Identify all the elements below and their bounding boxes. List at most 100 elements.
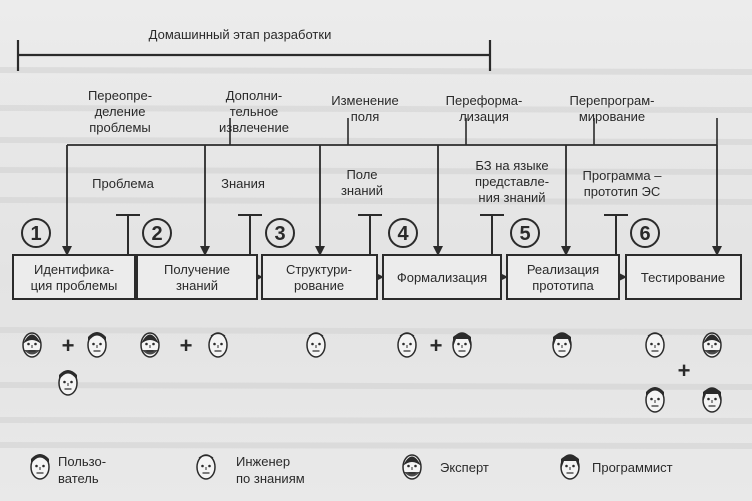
output-label-4-line: представле-	[475, 174, 549, 189]
stage-label-6-line: Тестирование	[641, 270, 725, 285]
output-label-2-line: Знания	[221, 176, 265, 191]
feedback-label-5-line: Перепрограм-	[569, 93, 654, 108]
stage-boxes	[12, 218, 742, 300]
stage-number-1: 1	[30, 223, 41, 245]
feedback-label-4-line: лизация	[459, 109, 509, 124]
stage-number-6: 6	[639, 223, 650, 245]
legend-expert-icon	[402, 454, 422, 480]
stage-label-3: Структури-рование	[286, 262, 352, 293]
stage-number-3: 3	[274, 223, 285, 245]
legend-expert-label-line: Эксперт	[440, 460, 489, 475]
plus-sign-4: +	[678, 358, 691, 383]
stage-label-5-line: Реализация	[527, 262, 599, 277]
feedback-label-4: Переформа-лизация	[446, 93, 523, 124]
header-title: Домашинный этап разработки	[149, 27, 332, 42]
output-label-4-line: БЗ на языке	[475, 158, 548, 173]
legend-engineer-label-line: Инженер	[236, 454, 290, 469]
feedback-label-4-line: Переформа-	[446, 93, 523, 108]
participant-expert-1	[22, 332, 42, 358]
legend-expert-label: Эксперт	[440, 460, 489, 475]
participant-programmer-2	[552, 332, 572, 358]
participant-engineer-1	[208, 332, 228, 358]
feedback-label-2-line: тельное	[230, 104, 279, 119]
stage-number-5: 5	[519, 223, 530, 245]
output-label-1-line: Проблема	[92, 176, 154, 191]
feedback-label-1-line: Переопре-	[88, 88, 152, 103]
stage-label-1-line: Идентифика-	[34, 262, 114, 277]
stage-label-5-line: прототипа	[532, 278, 594, 293]
participant-programmer-1	[452, 332, 472, 358]
participant-programmer-3	[702, 387, 722, 413]
legend: Пользо-ватель Инженер по знаниям Эксперт Про…	[30, 454, 673, 486]
feedback-label-3-line: Изменение	[331, 93, 399, 108]
participant-user-1	[87, 332, 107, 358]
output-label-5: Программа –прототип ЭС	[583, 168, 663, 199]
plus-sign-1: +	[62, 333, 75, 358]
stage-box-6	[625, 254, 742, 300]
feedback-label-5-line: мирование	[579, 109, 645, 124]
output-label-4-line: ния знаний	[478, 190, 545, 205]
participant-user-2	[58, 370, 78, 396]
stage-label-3-line: Структури-	[286, 262, 352, 277]
stage-number-circle-1	[21, 218, 51, 248]
stage-label-6: Тестирование	[641, 270, 725, 285]
legend-user-icon	[30, 454, 50, 480]
stage-number-4: 4	[397, 223, 409, 245]
stage-number-circle-6	[630, 218, 660, 248]
stage-label-3-line: рование	[294, 278, 344, 293]
background-texture	[0, 67, 752, 449]
output-label-5-line: прототип ЭС	[584, 184, 661, 199]
participant-faces: + + + +	[22, 332, 722, 413]
participant-expert-3	[702, 332, 722, 358]
legend-user-label-line: ватель	[58, 471, 99, 486]
feedback-label-3-line: поля	[351, 109, 380, 124]
stage-box-1	[12, 254, 136, 300]
stage-number-circle-5	[510, 218, 540, 248]
output-label-3-line: знаний	[341, 183, 383, 198]
feedback-label-1-line: проблемы	[89, 120, 150, 135]
legend-user-label-line: Пользо-	[58, 454, 106, 469]
legend-engineer-label: Инженер по знаниям	[236, 454, 305, 486]
feedback-label-2-line: Дополни-	[226, 88, 283, 103]
pre-machine-stage-bracket	[16, 40, 492, 71]
stage-number-circle-4	[388, 218, 418, 248]
stage-label-1: Идентифика-ция проблемы	[31, 262, 118, 293]
legend-programmer-icon	[560, 454, 580, 480]
participant-engineer-2	[306, 332, 326, 358]
stage-number-2: 2	[151, 223, 162, 245]
stage-label-4-line: Формализация	[397, 270, 487, 285]
plus-sign-3: +	[430, 333, 443, 358]
stage-box-3	[261, 254, 378, 300]
stage-number-circle-2	[142, 218, 172, 248]
participant-user-3	[645, 387, 665, 413]
output-label-2: Знания	[221, 176, 265, 191]
output-label-3-line: Поле	[346, 167, 377, 182]
stage-label-2-line: знаний	[176, 278, 218, 293]
participant-engineer-4	[645, 332, 665, 358]
stage-box-2	[136, 254, 258, 300]
participant-expert-2	[140, 332, 160, 358]
legend-engineer-label-line: по знаниям	[236, 471, 305, 486]
stage-label-2-line: Получение	[164, 262, 230, 277]
stage-number-circle-3	[265, 218, 295, 248]
legend-programmer-label-line: Программист	[592, 460, 673, 475]
stage-box-4	[382, 254, 502, 300]
feedback-label-2-line: извлечение	[219, 120, 289, 135]
participant-engineer-3	[397, 332, 417, 358]
stage-label-4: Формализация	[397, 270, 487, 285]
stage-box-5	[506, 254, 620, 300]
feedback-label-5: Перепрограм-мирование	[569, 93, 654, 124]
plus-sign-2: +	[180, 333, 193, 358]
legend-user-label: Пользо-ватель	[58, 454, 106, 486]
output-label-5-line: Программа –	[583, 168, 663, 183]
